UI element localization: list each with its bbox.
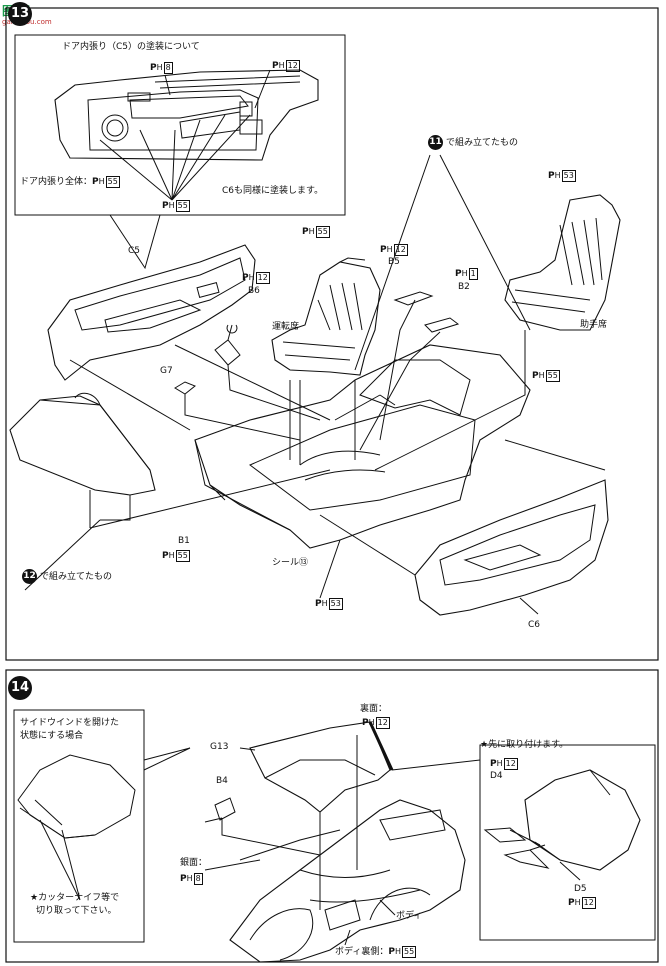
label-passenger-seat: 助手席 — [580, 320, 608, 330]
inset-note: C6も同様に塗装します。 — [222, 186, 324, 196]
label-silver: 銀面： — [180, 858, 208, 868]
label-body: ボディ — [396, 911, 423, 921]
step-14-badge: 14 — [8, 676, 32, 700]
step-12-badge: 12 — [22, 569, 37, 584]
arrow-b2 — [359, 331, 441, 451]
step14-inset-box — [13, 709, 145, 943]
arrow-passenger-seat — [374, 330, 526, 471]
step13-inset-box — [14, 34, 346, 216]
inset14-title1: サイドウインドを開けた — [20, 718, 120, 728]
inset14-title2: 状態にする場合 — [20, 731, 84, 741]
arrow-console — [89, 469, 331, 529]
part-b5 — [393, 291, 434, 306]
label-rear-face: 裏面： — [360, 704, 388, 714]
part-b4 — [204, 797, 236, 823]
label-g13: G13 — [210, 742, 229, 752]
part-c5-door-panel — [47, 244, 256, 381]
inset14-note2: 切り取って下さい。 — [36, 906, 117, 916]
label-b4: B4 — [216, 776, 228, 786]
part-d4-hood — [524, 769, 641, 871]
label-seal: シール⑬ — [272, 558, 309, 568]
label-first-attach: ★先に取り付けます。 — [480, 740, 569, 750]
label-c5: C5 — [128, 246, 141, 256]
label-b1: B1 — [178, 536, 190, 546]
part-console-assembly-12 — [9, 395, 156, 496]
arrow-c6 — [319, 514, 416, 576]
inset-title: ドア内張り（C5）の塗装について — [62, 42, 200, 52]
label-b6: B6 — [248, 286, 260, 296]
step14-right-inset — [479, 744, 656, 941]
label-g7: G7 — [160, 366, 173, 376]
step13-frame — [5, 7, 659, 661]
label-d5: D5 — [574, 884, 587, 894]
part-b2 — [424, 317, 460, 333]
label-b5: B5 — [388, 257, 400, 267]
label-assembled-11: で組み立てたもの — [446, 138, 519, 148]
label-assembled-12: で組み立てたもの — [40, 572, 113, 582]
part-body — [229, 799, 466, 963]
arrow-c5-to-tub — [69, 359, 191, 431]
inset-callout — [109, 214, 161, 270]
part-g7 — [174, 381, 196, 395]
part-g13-window — [249, 721, 391, 813]
part-b6-lever — [214, 324, 241, 366]
step14-frame — [5, 669, 659, 963]
part-passenger-seat — [504, 194, 621, 331]
arrow-b5 — [379, 299, 416, 441]
label-d4: D4 — [490, 771, 503, 781]
part-driver-seat — [271, 261, 381, 376]
step-13-badge: 13 — [8, 2, 32, 26]
inset14-note1: ★カッターナイフ等で — [30, 893, 120, 903]
inset-door-panel — [54, 69, 319, 161]
inset-window-hood — [17, 754, 136, 839]
label-b2: B2 — [458, 282, 470, 292]
part-c6-door-panel — [414, 479, 609, 616]
label-c6: C6 — [528, 620, 541, 630]
step-11-badge: 11 — [428, 135, 443, 150]
label-driver-seat: 運転席 — [272, 322, 300, 332]
